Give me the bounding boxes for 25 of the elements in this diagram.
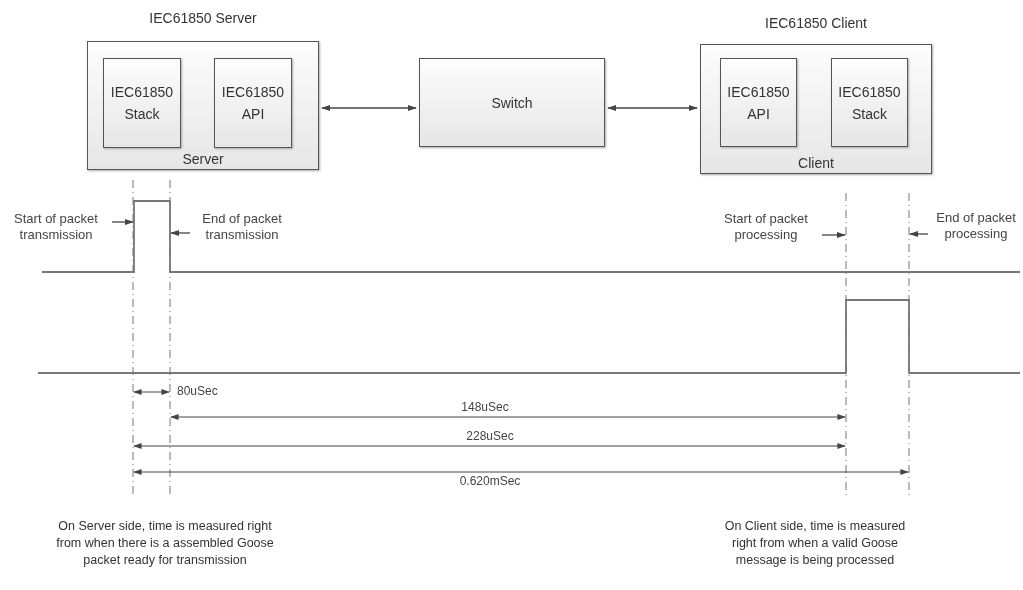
device-label: Server — [182, 151, 224, 167]
device-label: Client — [798, 155, 834, 171]
callout-text: End of packet transmission — [192, 211, 292, 243]
pointer-arrow — [821, 231, 846, 239]
module-box: IEC61850 Stack — [103, 58, 181, 148]
dimension-label: 0.620mSec — [457, 474, 523, 488]
pointer-arrow — [909, 230, 929, 238]
device-title: IEC61850 Client — [765, 15, 867, 31]
callout-text: Start of packet transmission — [2, 211, 110, 243]
module-box: IEC61850 API — [720, 58, 797, 147]
connector-arrow — [607, 104, 698, 112]
dimension-label: 228uSec — [464, 429, 516, 443]
callout-text: End of packet processing — [930, 210, 1022, 242]
connector-arrow — [321, 104, 417, 112]
switch-box: Switch — [419, 58, 605, 147]
module-box: IEC61850 Stack — [831, 58, 908, 147]
note-text: On Client side, time is measured right from when a valid Goose message is being processed — [723, 518, 907, 569]
device-title: IEC61850 Server — [149, 10, 257, 26]
module-box: IEC61850 API — [214, 58, 292, 148]
note-text: On Server side, time is measured right from when there is a assembled Goose packet ready for transmission — [55, 518, 275, 569]
dimension-label: 80uSec — [177, 384, 218, 398]
pointer-arrow — [111, 218, 134, 226]
callout-text: Start of packet processing — [712, 211, 820, 243]
dimension-label: 148uSec — [459, 400, 511, 414]
pointer-arrow — [170, 229, 191, 237]
